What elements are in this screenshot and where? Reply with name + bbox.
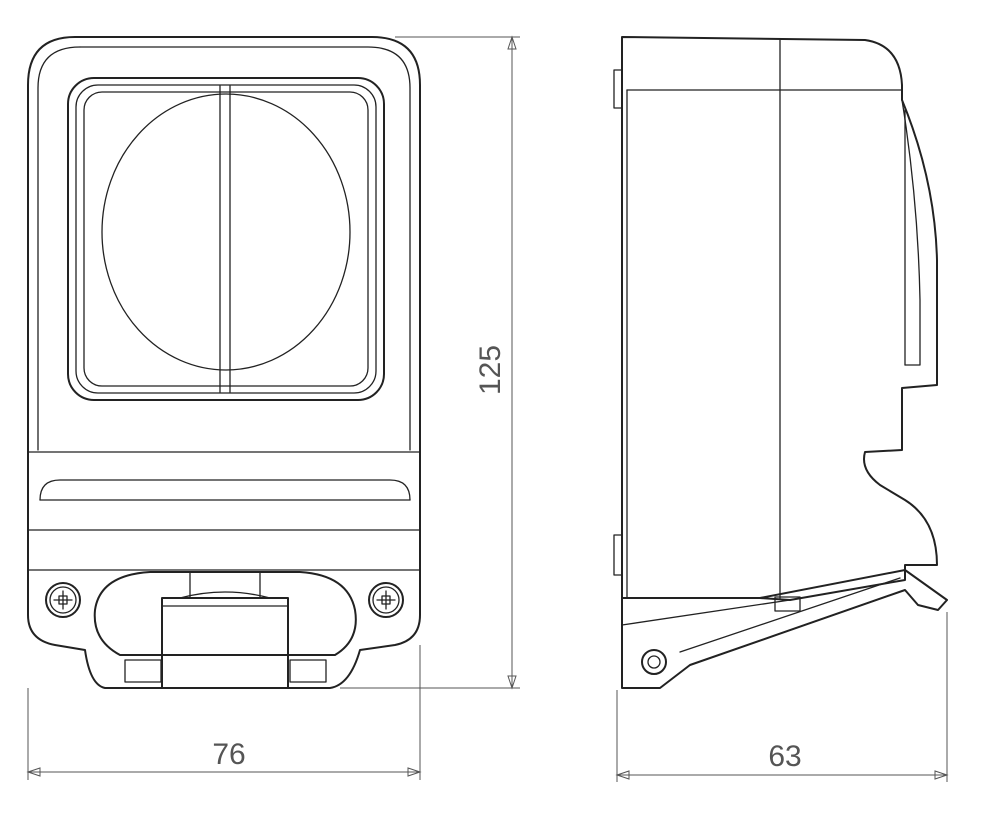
height-label: 125 [474,345,507,395]
circular-cover [101,93,351,371]
side-socket-flap [621,569,948,689]
depth-label: 63 [768,740,801,773]
side-housing-outline [621,36,938,601]
front-housing-outline [27,36,421,689]
width-dimension: 76 [26,645,422,780]
socket-flap [161,597,289,689]
depth-dimension: 63 [615,612,949,782]
socket-base [93,571,357,656]
front-view [27,36,421,689]
screw-right-icon [368,582,404,618]
lid-recess [67,77,385,401]
hinge-pin-icon [641,649,667,675]
screw-left-icon [45,582,81,618]
side-view [613,36,948,689]
height-dimension: 125 [340,35,520,690]
width-label: 76 [212,738,245,771]
